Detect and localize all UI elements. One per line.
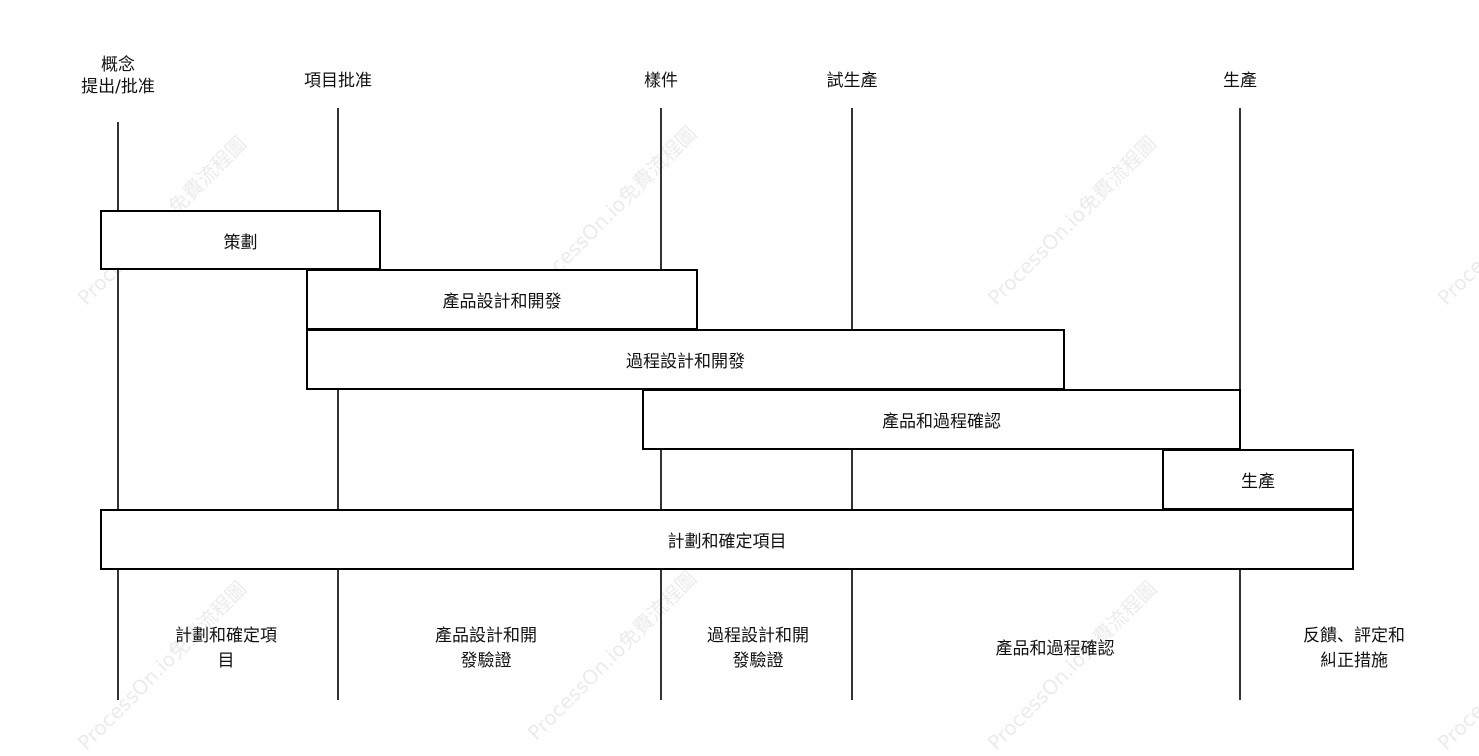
- watermark: ProcessOn.io免費流程圖: [1432, 576, 1479, 755]
- phase-label-feedback: 反饋、評定和 糾正措施: [1303, 626, 1405, 671]
- phase-label-product-design: 產品設計和開 發驗證: [435, 626, 537, 671]
- phase-label-validation: 產品和過程確認: [995, 639, 1115, 659]
- bar-product-design: 產品設計和開發: [306, 269, 698, 330]
- bar-planning-label: 策劃: [223, 232, 258, 253]
- phase-label-process-design: 過程設計和開 發驗證: [707, 626, 809, 671]
- milestone-label-project-approval: 項目批准: [304, 71, 372, 91]
- phase-label-plan-define: 計劃和確定項 目: [175, 626, 277, 671]
- watermark: ProcessOn.io免費流程圖: [982, 131, 1162, 310]
- bar-production: 生產: [1162, 449, 1354, 510]
- watermark: ProcessOn.io免費流程圖: [1432, 131, 1479, 310]
- watermark: ProcessOn.io免費流程圖: [522, 566, 702, 745]
- bar-validation: 產品和過程確認: [642, 389, 1241, 450]
- milestone-line-concept: [117, 122, 119, 700]
- bar-plan-define-label: 計劃和確定項目: [667, 532, 787, 552]
- bar-plan-define: 計劃和確定項目: [100, 509, 1354, 570]
- milestone-label-concept: 概念 提出/批准: [81, 55, 155, 97]
- bar-product-design-label: 產品設計和開發: [442, 292, 562, 312]
- bar-production-label: 生產: [1241, 472, 1275, 492]
- milestone-line-project-approval: [337, 108, 339, 700]
- bar-planning: 策劃: [100, 210, 381, 270]
- bar-process-design: 過程設計和開發: [306, 329, 1065, 390]
- watermark: ProcessOn.io免費流程圖: [982, 576, 1162, 755]
- timeline-diagram: ProcessOn.io免費流程圖 ProcessOn.io免費流程圖 Proc…: [73, 55, 1479, 755]
- bar-process-design-label: 過程設計和開發: [626, 352, 745, 372]
- milestone-label-pilot: 試生產: [826, 71, 878, 91]
- milestone-label-production: 生產: [1223, 71, 1257, 91]
- milestone-label-prototype: 樣件: [644, 71, 678, 91]
- bar-validation-label: 產品和過程確認: [882, 412, 1001, 432]
